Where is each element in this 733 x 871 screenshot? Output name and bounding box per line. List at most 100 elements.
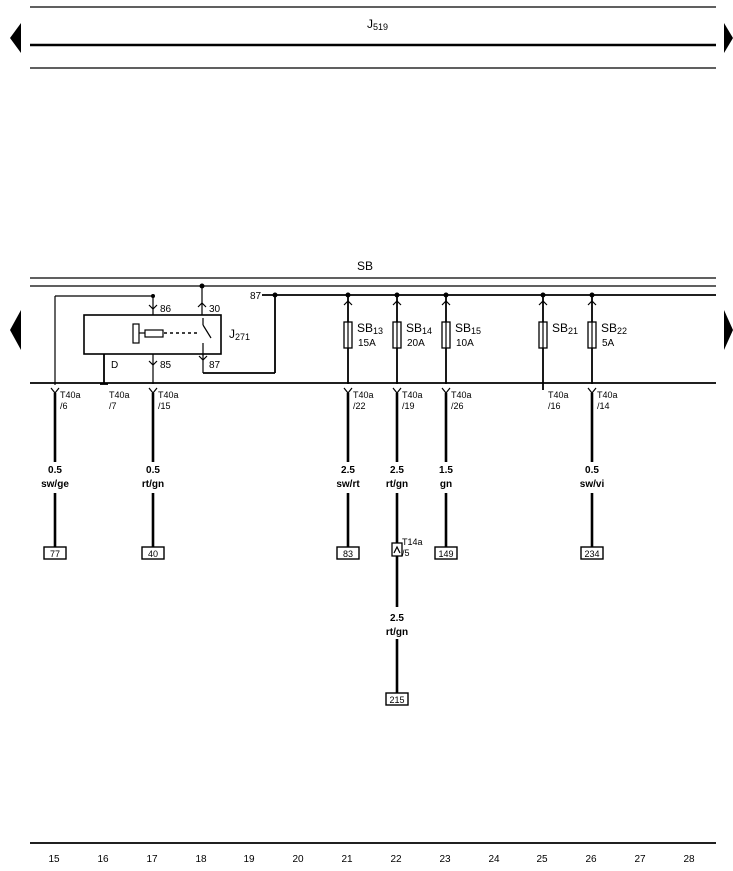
relay-pin-86: 86 [160,304,172,315]
continuation-arrow-right [724,310,733,350]
column-number: 25 [536,854,548,865]
column-number: 26 [585,854,597,865]
column-numbers: 15 16 17 18 19 20 21 22 23 24 25 26 27 2… [48,854,695,865]
continuation-arrow-left [10,310,21,350]
wire: 1.5 gn [439,393,453,547]
svg-text:2.5: 2.5 [390,613,404,624]
svg-text:gn: gn [440,479,452,490]
svg-text:40: 40 [148,549,158,559]
fuse-holder-sb: SB [10,259,733,384]
fuse-rating: 10A [456,338,474,349]
svg-text:/22: /22 [353,401,366,411]
relay-pin-30: 30 [209,304,221,315]
svg-text:/19: /19 [402,401,415,411]
connector-t40a: T40a /6 T40a /7 T40a /15 T40a /22 T40a /… [50,387,618,411]
wire: 2.5 rt/gn [386,556,408,693]
svg-text:T40a: T40a [548,390,569,400]
svg-text:sw/rt: sw/rt [336,479,360,490]
connector-pin: T40a /7 [109,390,130,411]
svg-text:/15: /15 [158,401,171,411]
svg-text:215: 215 [389,695,404,705]
continuation-arrow-left [10,23,21,53]
wire: 0.5 rt/gn [142,393,164,547]
reference-box: 215 [385,692,409,706]
terminal-87-label: 87 [250,291,262,302]
relay-label: J271 [229,327,250,342]
wire: 0.5 sw/ge [41,393,69,547]
svg-text:T40a: T40a [451,390,472,400]
svg-text:234: 234 [584,549,599,559]
column-number: 19 [243,854,255,865]
fuse-sb14: SB14 20A [392,292,432,384]
svg-text:83: 83 [343,549,353,559]
fuse-label: SB21 [552,321,578,336]
relay-ground-label: D [111,360,118,371]
svg-text:/16: /16 [548,401,561,411]
svg-text:149: 149 [438,549,453,559]
svg-text:/6: /6 [60,401,68,411]
column-number: 17 [146,854,158,865]
wire: 2.5 rt/gn [386,393,408,543]
fuse-sb21: SB21 [538,292,578,390]
column-number: 21 [341,854,353,865]
fuse-sb22: SB22 5A [587,292,627,384]
svg-text:0.5: 0.5 [585,465,599,476]
wire: 2.5 sw/rt [336,393,360,547]
svg-text:rt/gn: rt/gn [142,479,164,490]
column-number: 27 [634,854,646,865]
fuse-sb15: SB15 10A [441,292,481,384]
relay-j271: J271 86 30 85 87 D [54,283,250,385]
relay-pin-85: 85 [160,360,172,371]
control-unit-j519: J519 [10,6,733,69]
svg-text:rt/gn: rt/gn [386,479,408,490]
svg-text:77: 77 [50,549,60,559]
continuation-arrow-right [724,23,733,53]
svg-text:/5: /5 [402,548,410,558]
terminal-87-bus: 87 [203,291,716,374]
svg-text:sw/vi: sw/vi [580,479,605,490]
relay-pin-87: 87 [209,360,221,371]
reference-box: 77 [43,546,67,560]
svg-text:/14: /14 [597,401,610,411]
reference-box: 40 [141,546,165,560]
svg-text:T40a: T40a [402,390,423,400]
fuse-label: SB14 [406,321,432,336]
svg-text:T40a: T40a [597,390,618,400]
svg-text:sw/ge: sw/ge [41,479,69,490]
fuse-holder-label: SB [357,259,373,273]
column-number: 28 [683,854,695,865]
column-number: 18 [195,854,207,865]
svg-text:rt/gn: rt/gn [386,627,408,638]
svg-text:/26: /26 [451,401,464,411]
reference-box: 83 [336,546,360,560]
control-unit-label: J519 [367,17,388,32]
svg-text:0.5: 0.5 [146,465,160,476]
column-number: 16 [97,854,109,865]
svg-text:T40a: T40a [353,390,374,400]
svg-text:2.5: 2.5 [390,465,404,476]
reference-box: 234 [580,546,604,560]
column-number: 22 [390,854,402,865]
fuse-rating: 15A [358,338,376,349]
svg-text:1.5: 1.5 [439,465,453,476]
svg-text:T40a: T40a [109,390,130,400]
svg-text:2.5: 2.5 [341,465,355,476]
svg-text:0.5: 0.5 [48,465,62,476]
svg-text:T40a: T40a [158,390,179,400]
fuse-sb13: SB13 15A [343,292,383,384]
column-number: 24 [488,854,500,865]
wire: 0.5 sw/vi [580,393,605,547]
fuse-label: SB22 [601,321,627,336]
fuse-label: SB13 [357,321,383,336]
fuse-label: SB15 [455,321,481,336]
svg-text:T14a: T14a [402,537,423,547]
column-number: 23 [439,854,451,865]
column-number: 20 [292,854,304,865]
reference-box: 149 [434,546,458,560]
svg-text:/7: /7 [109,401,117,411]
fuse-rating: 20A [407,338,425,349]
fuse-rating: 5A [602,338,615,349]
connector-pin: T40a /16 [548,390,569,411]
column-number: 15 [48,854,60,865]
